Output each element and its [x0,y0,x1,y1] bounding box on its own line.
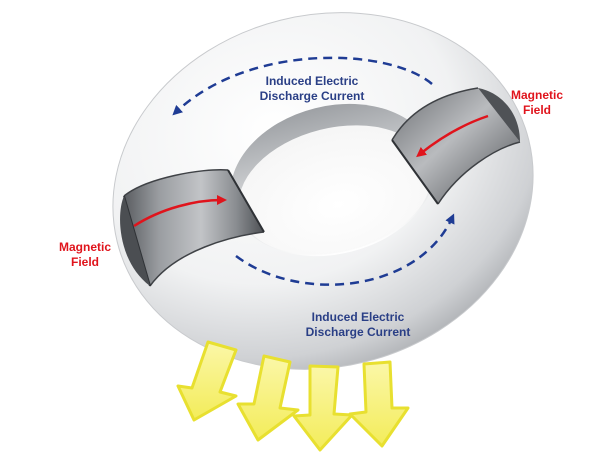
magnetic-field-arrow-right [416,114,489,158]
label-magnetic-field-left-line1: Magnetic [58,240,111,254]
label-current-top-line1: Induced Electric [265,74,359,88]
light-arrow-2 [236,354,300,442]
label-magnetic-field-right-line2: Field [522,103,551,117]
light-output [176,340,410,452]
label-magnetic-field-right-line1: Magnetic [510,88,563,102]
torus-hole [238,125,432,255]
label-current-top: Induced Electric Discharge Current [244,74,380,104]
light-arrow-4 [348,360,410,448]
light-arrow-1 [176,340,238,422]
induced-current-arrow-top [172,56,433,116]
label-magnetic-field-right: Magnetic Field [504,88,570,118]
label-current-bottom-line2: Discharge Current [305,325,411,339]
light-arrow-3 [292,364,354,452]
label-magnetic-field-left: Magnetic Field [52,240,118,270]
magnetic-field-arrow-left [133,195,227,228]
label-current-bottom-line1: Induced Electric [311,310,405,324]
label-current-top-line2: Discharge Current [259,89,365,103]
label-current-bottom: Induced Electric Discharge Current [290,310,426,340]
induced-current-arrow-bottom [235,213,455,286]
discharge-tube-torus [112,12,534,370]
label-magnetic-field-left-line2: Field [70,255,99,269]
magnetic-core-left [120,168,265,287]
